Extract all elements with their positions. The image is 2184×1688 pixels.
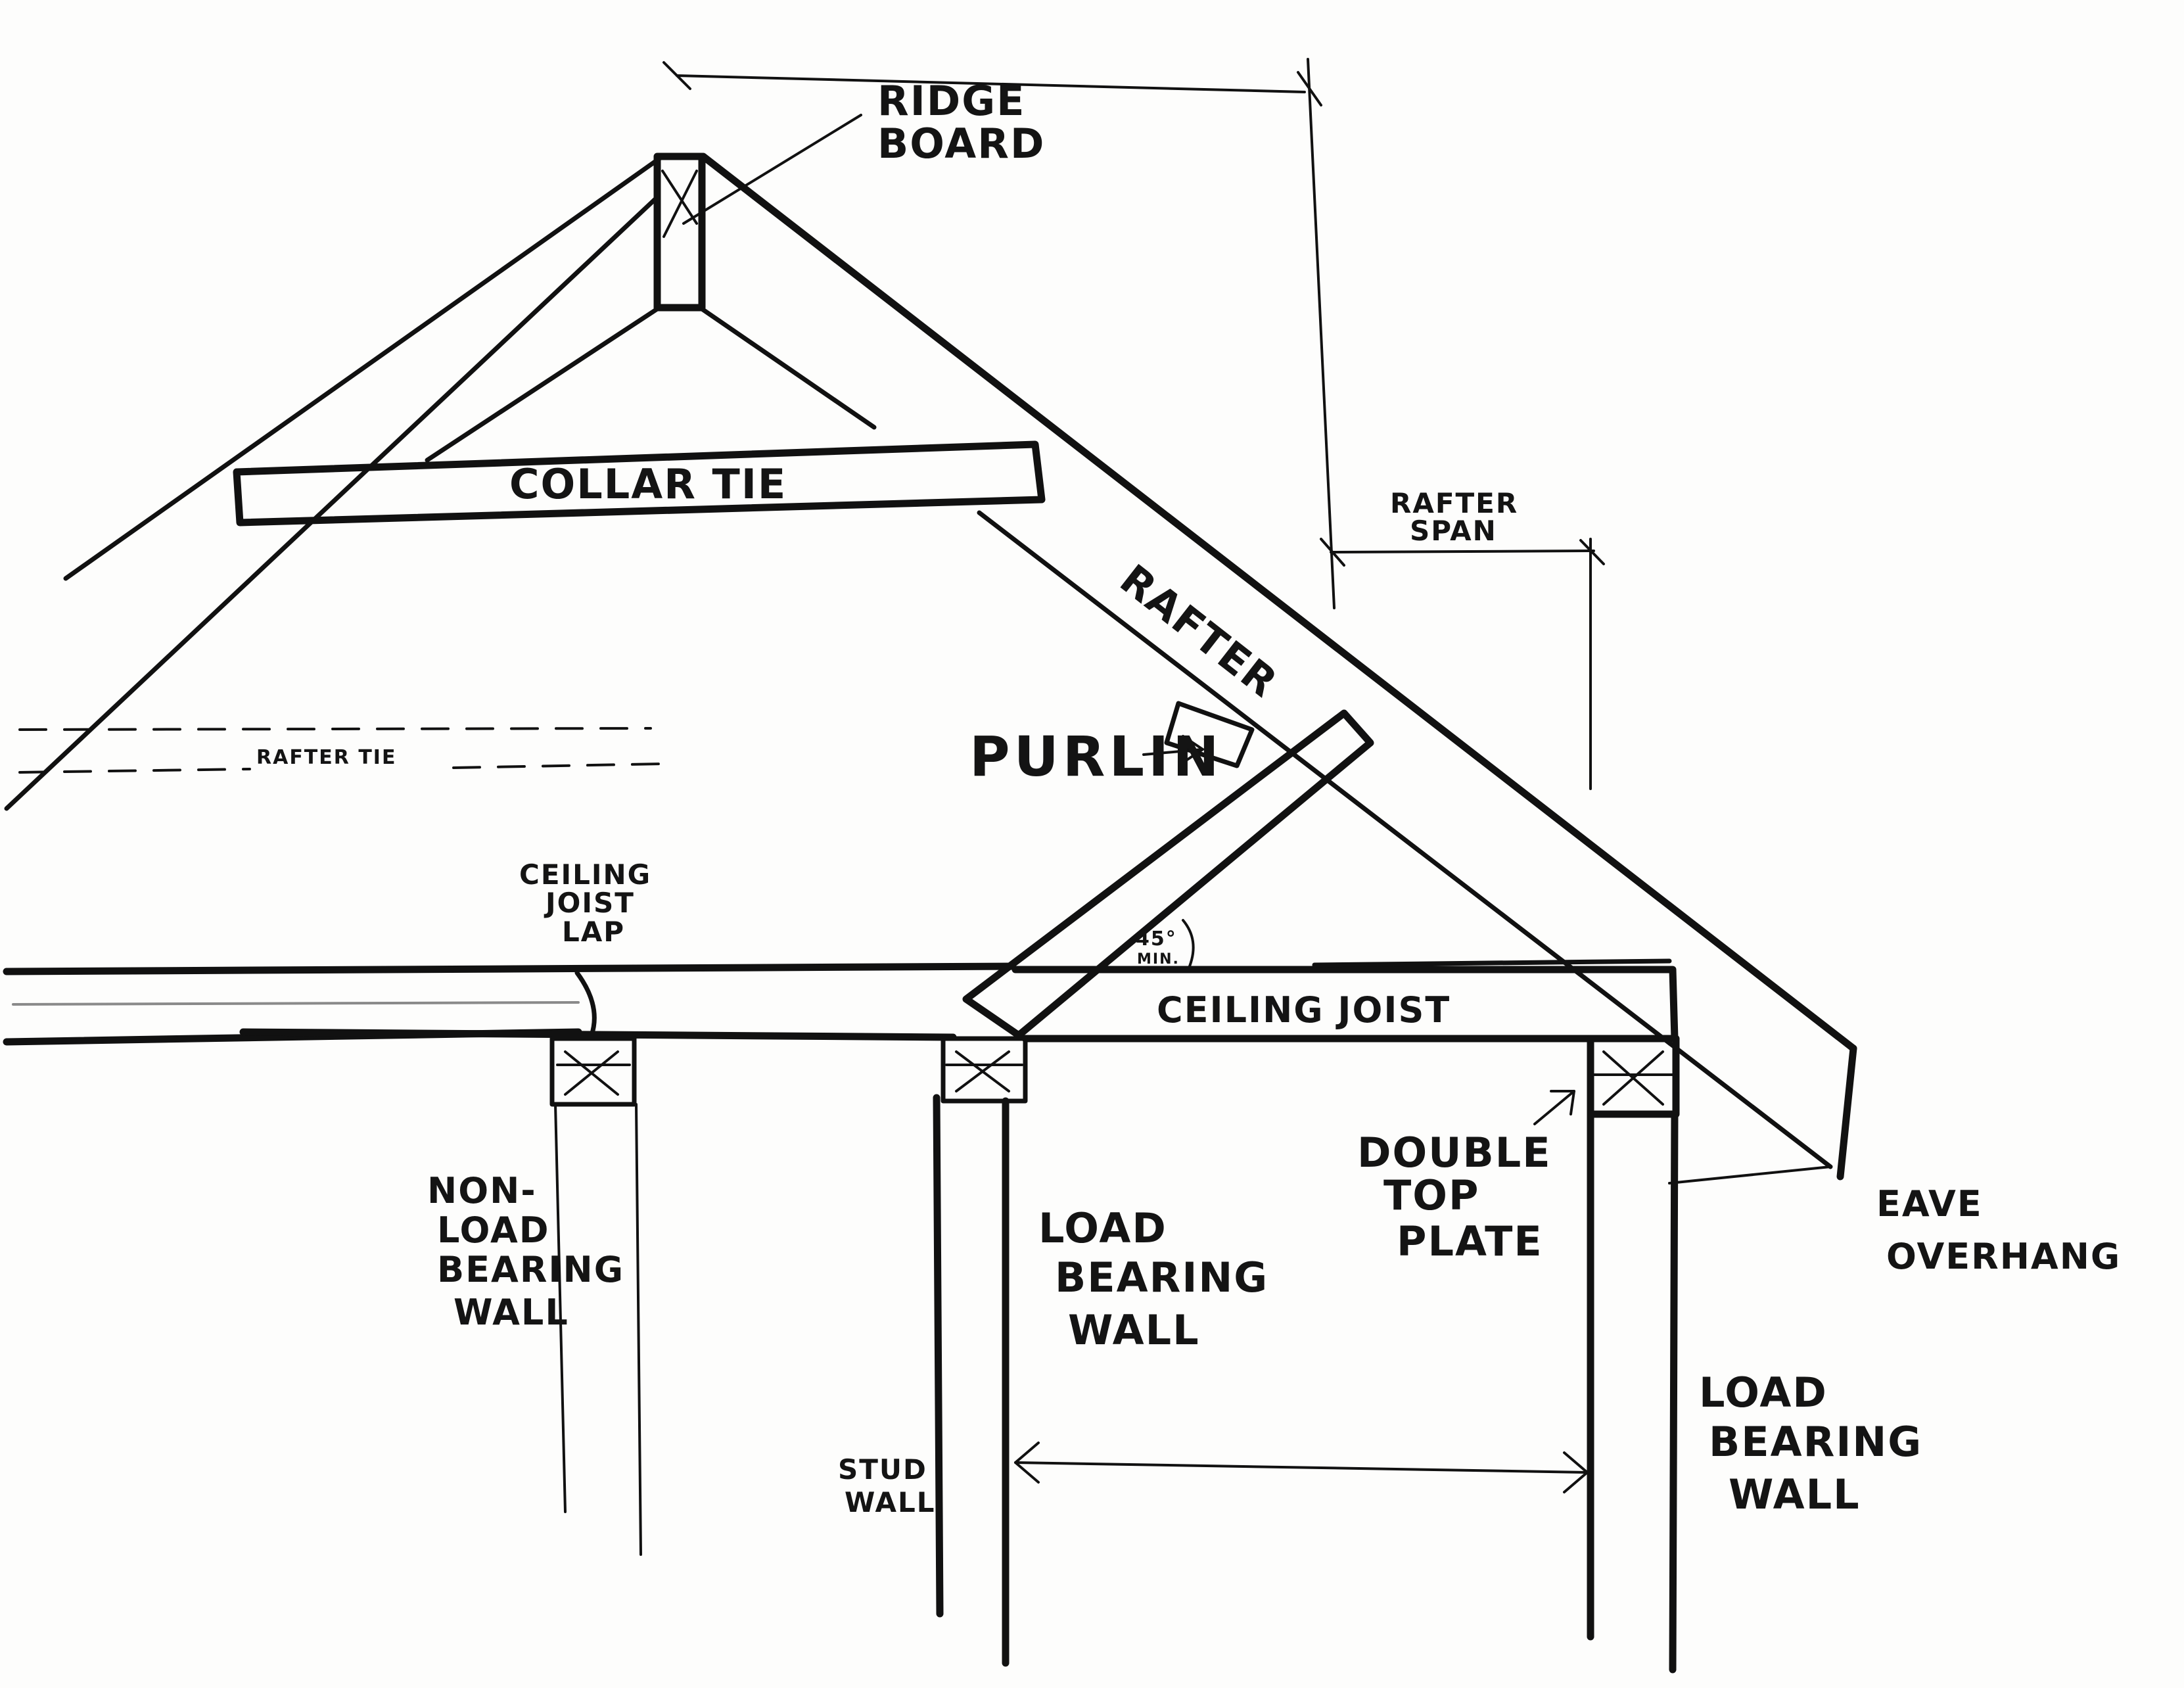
rafter-span-dimension xyxy=(662,58,1605,790)
purlin-strut xyxy=(962,709,1374,1039)
left-rafter xyxy=(4,155,663,811)
collar-tie xyxy=(233,440,1046,527)
load-bearing-wall-right-label-line2: BEARING xyxy=(1709,1418,1922,1466)
ceiling-joist-lap-label-line2: JOIST xyxy=(544,887,635,919)
load-bearing-wall-left-label-line3: WALL xyxy=(1068,1306,1200,1354)
ceiling-joist-lap-label-line1: CEILING xyxy=(519,858,651,891)
collar-tie-braces xyxy=(425,306,877,463)
double-top-plate-label-line3: PLATE xyxy=(1397,1217,1543,1265)
ridge-board-label-line2: BOARD xyxy=(877,120,1046,168)
purlin-label: PURLIN xyxy=(969,724,1223,789)
ridge-board-label-line1: RIDGE xyxy=(877,77,1026,125)
non-load-bearing-wall-label-line2: LOAD xyxy=(437,1209,550,1251)
ceiling-joist-lap xyxy=(574,970,597,1038)
non-load-bearing-wall xyxy=(549,1036,642,1556)
eave-overhang-label-line2: OVERHANG xyxy=(1886,1236,2121,1277)
ceiling-joist-lap-label-line3: LAP xyxy=(562,916,625,948)
angle-arc xyxy=(1182,919,1195,968)
load-bearing-wall-right xyxy=(1587,1110,1679,1674)
stud-wall xyxy=(933,1036,1028,1618)
load-bearing-wall-right-label-line3: WALL xyxy=(1729,1470,1861,1518)
double-top-plate-arrow xyxy=(1533,1090,1575,1125)
wall-span-dimension xyxy=(1014,1442,1589,1493)
rafter-span-label-line1: RAFTER xyxy=(1390,487,1518,519)
purlin-arrow xyxy=(1142,735,1204,764)
stud-wall-label-line2: WALL xyxy=(845,1486,935,1518)
non-load-bearing-wall-label-line1: NON- xyxy=(427,1170,537,1211)
load-bearing-wall-right-label-line1: LOAD xyxy=(1699,1369,1828,1417)
load-bearing-wall-left-label-line1: LOAD xyxy=(1038,1204,1167,1252)
double-top-plate-label-line1: DOUBLE xyxy=(1357,1129,1552,1177)
purlin xyxy=(1164,701,1255,768)
eave-overhang-label-line1: EAVE xyxy=(1876,1183,1983,1225)
load-bearing-wall-left-label-line2: BEARING xyxy=(1055,1254,1268,1301)
collar-tie-label: COLLAR TIE xyxy=(509,460,787,508)
rafter-span-label-line2: SPAN xyxy=(1410,515,1497,547)
right-rafter xyxy=(699,152,1857,1184)
ridge-board-leader xyxy=(682,114,862,225)
ceiling-joist xyxy=(239,958,1679,1043)
non-load-bearing-wall-label-line3: BEARING xyxy=(437,1249,624,1290)
ridge-board xyxy=(653,152,706,312)
double-top-plate-label-line2: TOP xyxy=(1383,1171,1479,1219)
angle-label-line2: MIN. xyxy=(1137,951,1180,968)
stud-wall-label-line1: STUD xyxy=(838,1453,927,1486)
ceiling-joist-label: CEILING JOIST xyxy=(1157,989,1451,1031)
rafter-tie-label: RAFTER TIE xyxy=(256,746,396,769)
rafter-tie-dashed xyxy=(18,727,665,774)
non-load-bearing-wall-label-line4: WALL xyxy=(453,1292,569,1333)
double-top-plate xyxy=(1587,1035,1680,1118)
angle-label-line1: 45° xyxy=(1136,927,1177,950)
